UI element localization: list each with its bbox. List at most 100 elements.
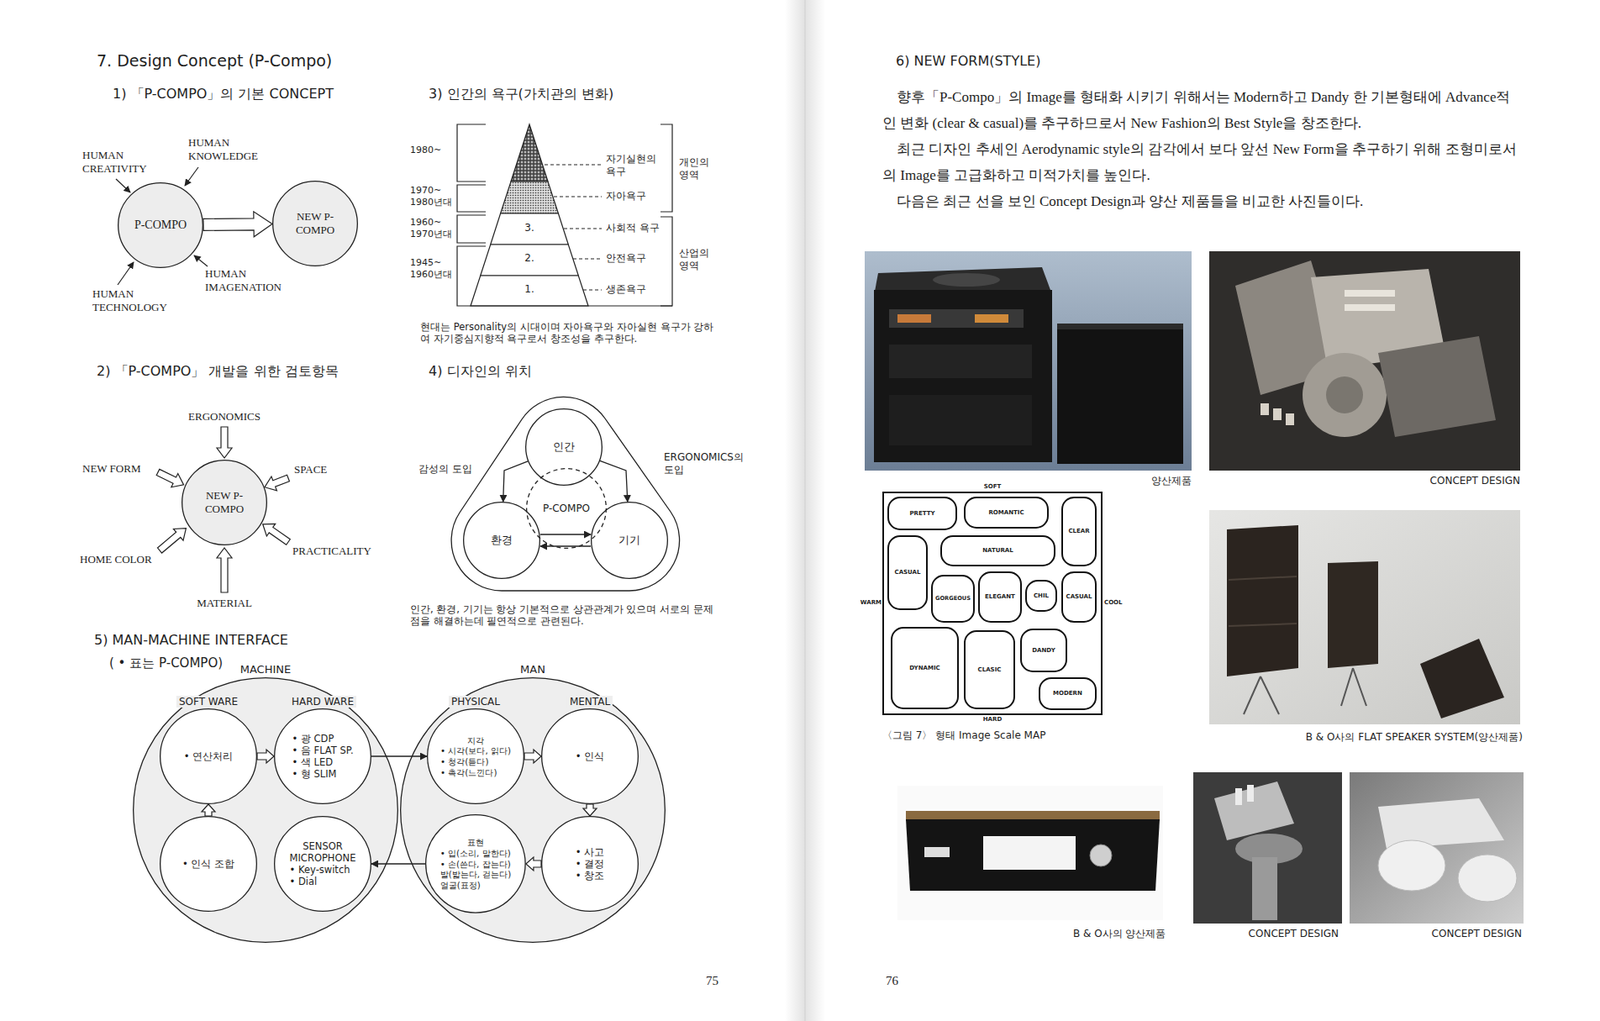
- concept-circle: NEW P-COMPO: [272, 180, 358, 267]
- node-text: • 연산처리: [184, 750, 233, 763]
- body-paragraph: 향후「P-Compo」의 Image를 형태화 시키기 위해서는 Modern하…: [882, 84, 1525, 137]
- photo-stereo-part: [889, 309, 1024, 328]
- legend-note: ( • 표는 P-COMPO): [109, 655, 223, 672]
- connector-line: [540, 545, 591, 547]
- interface-circle: • 인식MENTAL: [541, 708, 639, 805]
- node-outline: [400, 677, 666, 943]
- photo-concept-3-part: [1457, 854, 1517, 902]
- review-item-arrows: [154, 426, 293, 593]
- outline-ellipse: [400, 678, 666, 943]
- photo-caption: CONCEPT DESIGN: [1248, 927, 1339, 941]
- pyramid-leaders-part: [573, 258, 602, 260]
- node-text-group: SENSORMICROPHONE• Key-switch• Dial: [289, 840, 357, 888]
- node-text-group: CLASIC: [978, 666, 1002, 674]
- photo-speakers-part: [1226, 525, 1299, 677]
- concept-leader-arrows-part: [184, 167, 199, 186]
- concept-leader-arrows: [115, 167, 208, 285]
- image-region: ELEGANT: [978, 571, 1022, 623]
- outline-rect: [964, 631, 1015, 709]
- outline-rect: [964, 497, 1048, 528]
- pyramid-frame-part: [660, 216, 673, 306]
- node-text-group: • 인식 조합: [182, 857, 235, 870]
- text-label: PRACTICALITY: [292, 544, 372, 558]
- node-text-group: MODERN: [1052, 689, 1083, 698]
- node-text-group: CLEAR: [1068, 527, 1090, 536]
- photo-stereo-part: [873, 289, 1053, 463]
- node-text-group: 표현• 입(소리, 말한다)• 손(쓴다, 잡는다)발(밟는다, 걷는다)얼굴(…: [440, 836, 512, 890]
- node-text-group: NEW P-COMPO: [284, 210, 346, 237]
- note-text: 현대는 Personality의 시대이며 자아욕구와 자아실현 욕구가 강하여…: [420, 321, 723, 346]
- node-text: CASUAL: [894, 568, 922, 577]
- group-circle: MAN지각• 시각(보다, 읽다)• 청각(듣다)• 촉각(느낀다)PHYSIC…: [400, 677, 666, 943]
- text-block: 향후「P-Compo」의 Image를 형태화 시키기 위해서는 Modern하…: [882, 84, 1525, 215]
- connector-line: [371, 863, 426, 864]
- page-number: 76: [885, 973, 899, 990]
- node-text-group: ROMANTIC: [988, 509, 1024, 517]
- photo-concept-1-part: [1285, 413, 1295, 426]
- heading-text: SOFT WARE: [176, 695, 241, 708]
- period-label: 1970~ 1980년대: [410, 184, 454, 209]
- interface-circle: SENSORMICROPHONE• Key-switch• Dial: [273, 815, 372, 912]
- photo-concept-1: [1209, 251, 1521, 471]
- note-text: 인간, 환경, 기기는 항상 기본적으로 상관관계가 있으며 서로의 문제점을 …: [410, 603, 722, 628]
- node-text: NATURAL: [982, 547, 1013, 555]
- node-text: • 결정: [575, 857, 605, 870]
- interface-circle: 표현• 입(소리, 말한다)• 손(쓴다, 잡는다)발(밟는다, 걷는다)얼굴(…: [425, 814, 527, 914]
- position-circle: 환경: [463, 501, 541, 579]
- section-heading: 4) 디자인의 위치: [428, 363, 532, 380]
- photo-concept-1-part: [1273, 408, 1282, 421]
- image-scale-map-part: [883, 492, 1102, 715]
- concept-leader-arrows-part: [117, 262, 134, 285]
- connector-label: ERGONOMICS의 도입: [663, 451, 752, 477]
- outline-ellipse: [160, 816, 258, 912]
- outline-ellipse: [133, 678, 399, 943]
- photo-concept-1-part: [1378, 336, 1496, 437]
- pyramid: [470, 124, 589, 306]
- photo-caption: B & O사의 양산제품: [1073, 927, 1166, 941]
- pyramid-frame-part: [660, 124, 673, 212]
- image-region: NATURAL: [940, 535, 1056, 567]
- photo-stereo-part: [974, 314, 1009, 323]
- heading-text: MACHINE: [237, 663, 295, 677]
- photo-concept-3-part: [1378, 840, 1446, 891]
- heading-text: MAN: [517, 663, 548, 677]
- pyramid-leaders-part: [583, 289, 602, 291]
- photo-speakers-part: [1260, 676, 1279, 715]
- node-text: NEW P-COMPO: [194, 489, 255, 516]
- photo-caption: B & O사의 FLAT SPEAKER SYSTEM(양산제품): [1305, 731, 1523, 744]
- photo-speakers-part: [1228, 576, 1297, 580]
- photo-stereo-part: [932, 273, 1000, 287]
- photo-concept-2-part: [1193, 772, 1343, 924]
- photo-bo-product-part: [983, 836, 1076, 870]
- node-text-group: ELEGANT: [984, 593, 1016, 601]
- interface-circle: • 연산처리SOFT WARE: [159, 708, 258, 805]
- node-text: 기기: [618, 533, 641, 548]
- node-text: • 음 FLAT SP.: [291, 744, 353, 757]
- level-number: 2.: [524, 252, 534, 265]
- node-text: 표현: [440, 836, 512, 848]
- photo-concept-1-part: [1344, 289, 1395, 297]
- photo-concept-2-part: [1214, 781, 1295, 841]
- hollow-arrow: [583, 804, 597, 816]
- axis-label: SOFT: [984, 483, 1002, 491]
- need-label: 사회적 욕구: [605, 221, 660, 235]
- node-text-group: 환경: [490, 533, 513, 548]
- group-circle: MACHINE• 연산처리SOFT WARE• 광 CDP• 음 FLAT SP…: [132, 677, 399, 943]
- concept-leader-arrows-part: [194, 255, 208, 267]
- photo-bo-product: [897, 785, 1164, 921]
- photo-bo-product-part: [924, 847, 950, 858]
- text-label: ERGONOMICS: [188, 410, 261, 424]
- outline-rect: [888, 497, 957, 530]
- pyramid-frame-part: [457, 124, 486, 182]
- node-text: • 시각(보다, 읽다): [440, 745, 511, 757]
- outline-rect: [978, 572, 1022, 622]
- photo-bo-product-part: [1089, 844, 1112, 867]
- photo-speakers-part: [1420, 638, 1505, 719]
- outline-rect: [891, 627, 958, 709]
- node-text-group: DYNAMIC: [909, 664, 940, 673]
- interface-circle: 지각• 시각(보다, 읽다)• 청각(듣다)• 촉각(느낀다)PHYSICAL: [426, 708, 525, 805]
- review-item-arrows-part: [216, 547, 232, 593]
- hollow-arrow: [526, 857, 542, 871]
- node-text: • 색 LED: [291, 756, 353, 769]
- photo-speakers-part: [1228, 623, 1297, 627]
